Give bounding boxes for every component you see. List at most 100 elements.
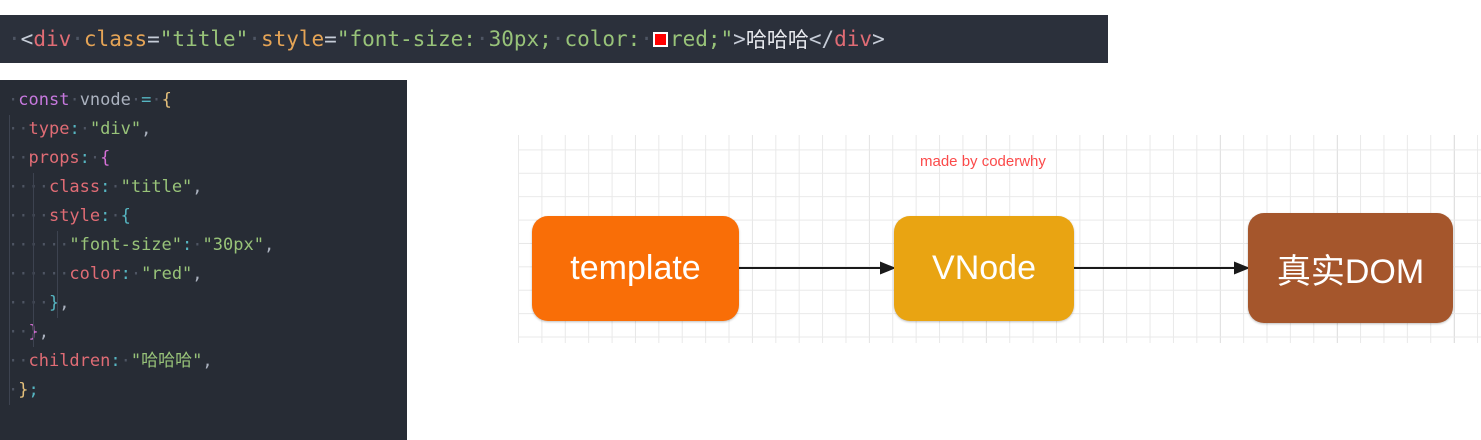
code-line: ··props:·{ (0, 144, 407, 173)
code-line: ··}, (0, 318, 407, 347)
indent-guide (9, 144, 10, 173)
html-token-string-10: "font-size: (336, 27, 476, 51)
indent-guide (9, 376, 10, 405)
code-token-key-3-1: class (48, 177, 101, 197)
code-line: ····}, (0, 289, 407, 318)
html-token-punct-1: < (20, 27, 34, 51)
code-token-kw-0-1: const (18, 90, 70, 110)
html-token-punct-18: > (733, 27, 746, 51)
html-token-attr-4: class (83, 27, 148, 51)
code-token-punct-3-5: , (192, 177, 203, 197)
code-token-ws-3-3: · (110, 177, 121, 197)
node-real-dom[interactable]: 真实DOM (1248, 213, 1453, 323)
code-token-op-2-2: : (79, 148, 90, 168)
indent-guide (33, 318, 34, 347)
indent-guide (33, 260, 34, 289)
indent-guide (33, 202, 34, 231)
code-token-b3-4-4: { (120, 206, 131, 226)
indent-guide (57, 260, 58, 289)
code-token-str-6-4: "red" (141, 264, 193, 284)
code-token-ws-5-0: ······ (8, 235, 70, 255)
html-token-string-17: red;" (669, 27, 734, 51)
code-token-ws-4-0: ···· (8, 206, 49, 226)
code-token-ws-1-3: · (79, 119, 90, 139)
indent-guide (9, 202, 10, 231)
code-token-ws-1-0: ·· (8, 119, 29, 139)
code-line: ··type:·"div", (0, 115, 407, 144)
code-line: ·}; (0, 376, 407, 405)
code-token-ws-2-0: ·· (8, 148, 29, 168)
html-token-tag-2: div (33, 27, 72, 51)
code-line: ······"font-size":·"30px", (0, 231, 407, 260)
node-template[interactable]: template (532, 216, 739, 321)
code-token-str-5-1: "font-size" (69, 235, 183, 255)
code-token-ws-3-0: ···· (8, 177, 49, 197)
code-token-ws-8-0: ·· (8, 322, 29, 342)
html-token-text-19: 哈哈哈 (745, 28, 809, 52)
code-token-ws-9-0: ·· (8, 351, 29, 371)
code-token-punct-1-5: , (141, 119, 152, 139)
code-token-ws-6-3: · (130, 264, 142, 284)
html-source-bar: ·<div·class="title"·style="font-size:·30… (0, 15, 1108, 63)
code-line: ······color:·"red", (0, 260, 407, 289)
color-swatch-red (652, 31, 668, 47)
code-token-ws-0-0: · (8, 90, 19, 110)
html-token-string-14: color: (564, 27, 641, 51)
code-token-ws-4-3: · (110, 206, 121, 226)
code-token-op-10-2: ; (28, 380, 39, 400)
code-token-ws-6-0: ······ (8, 264, 70, 284)
code-token-key-1-1: type (28, 119, 70, 139)
code-token-ws-0-6: · (151, 90, 162, 110)
code-token-op-1-2: : (69, 119, 80, 139)
code-token-punct-5-5: , (263, 235, 275, 255)
indent-guide (57, 289, 58, 318)
code-token-op-6-2: : (120, 264, 131, 284)
node-real-dom-label: 真实DOM (1276, 252, 1425, 291)
code-token-str-9-4: "哈哈哈" (130, 351, 203, 371)
code-line: ·const·vnode·=·{ (0, 86, 407, 115)
arrow-template-to-vnode (739, 261, 896, 275)
html-token-ws-0: · (8, 27, 21, 51)
indent-guide (9, 347, 10, 376)
node-vnode[interactable]: VNode (894, 216, 1074, 321)
code-token-ws-0-4: · (130, 90, 142, 110)
indent-guide (9, 318, 10, 347)
html-token-string-6: "title" (159, 27, 249, 51)
code-token-ws-10-0: · (8, 380, 19, 400)
code-line: ····style:·{ (0, 202, 407, 231)
html-token-string-12: 30px; (488, 27, 552, 51)
html-token-punct-20: </ (808, 27, 835, 51)
code-line: ····class:·"title", (0, 173, 407, 202)
code-token-str-5-4: "30px" (202, 235, 264, 255)
code-token-punct-0-3: vnode (79, 90, 131, 110)
code-token-key-9-1: children (28, 351, 111, 371)
vnode-flow-diagram: made by coderwhy template VNode 真实DOM (518, 135, 1481, 343)
html-token-punct-5: = (147, 27, 160, 51)
code-line: ··children:·"哈哈哈", (0, 347, 407, 376)
code-token-key-2-1: props (28, 148, 80, 168)
html-token-tag-21: div (834, 27, 873, 51)
indent-guide (33, 231, 34, 260)
indent-guide (33, 289, 34, 318)
code-token-b1-0-7: { (161, 90, 172, 110)
code-token-b3-7-1: } (48, 293, 60, 313)
code-token-op-9-2: : (110, 351, 121, 371)
code-token-punct-7-2: , (59, 293, 70, 313)
code-token-key-4-1: style (48, 206, 101, 226)
code-token-ws-2-3: · (89, 148, 101, 168)
code-token-op-3-2: : (100, 177, 111, 197)
arrow-vnode-to-real-dom (1074, 261, 1250, 275)
html-token-ws-15: · (640, 27, 653, 51)
indent-guide (9, 115, 10, 144)
code-token-key-6-1: color (69, 264, 121, 284)
indent-guide (57, 231, 58, 260)
code-token-b2-2-4: { (100, 148, 111, 168)
indent-guide (9, 260, 10, 289)
code-token-punct-6-5: , (192, 264, 203, 284)
code-token-op-4-2: : (100, 206, 111, 226)
indent-guide (9, 173, 10, 202)
code-token-b1-10-1: } (18, 380, 29, 400)
vnode-code-block: ·const·vnode·=·{··type:·"div",··props:·{… (0, 80, 407, 440)
html-token-ws-7: · (248, 27, 261, 51)
code-token-punct-8-2: , (38, 322, 49, 342)
